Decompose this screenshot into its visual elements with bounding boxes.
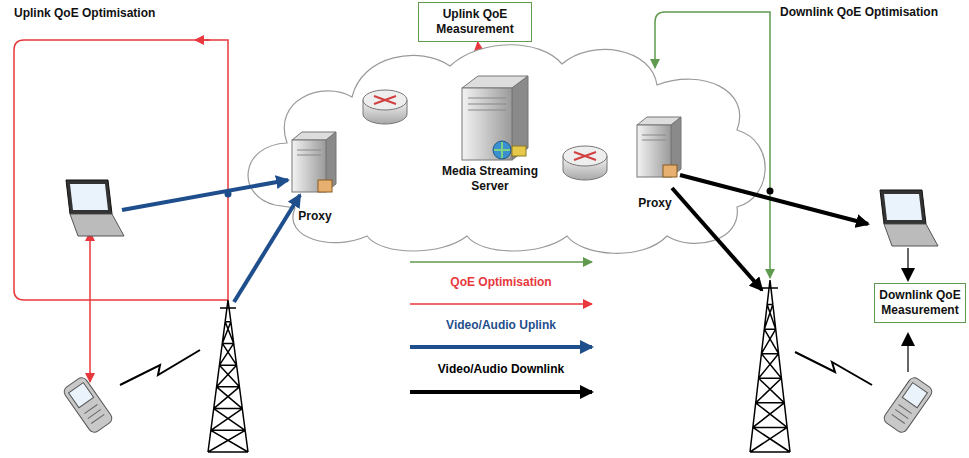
- device-node: Media Streaming Server: [440, 72, 540, 194]
- downlink-wires: [672, 175, 868, 290]
- router-icon: [363, 90, 407, 124]
- box-title: Uplink QoE Measurement: [422, 7, 528, 37]
- phone-icon: [882, 375, 934, 434]
- legend-text: QoE Optimisation: [450, 275, 551, 289]
- wireless-link: [120, 350, 200, 385]
- tower-lattice: [208, 300, 248, 452]
- legend-text: Video/Audio Downlink: [438, 362, 564, 376]
- legend-sample-blue: [410, 345, 592, 349]
- device-node: Proxy: [280, 125, 350, 224]
- loop-title: Uplink QoE Optimisation: [14, 6, 155, 21]
- proxy-icon: [637, 117, 681, 177]
- uplink-optimisation-loop: [14, 40, 228, 382]
- measurement-box: Downlink QoE Measurement: [874, 283, 966, 323]
- tower-lattice: [750, 280, 790, 452]
- wireless-link: [795, 352, 872, 385]
- legend-entry: QoE Optimisation: [401, 275, 601, 290]
- router-icon: [563, 146, 607, 180]
- uplink-wires: [122, 180, 300, 302]
- radio-tower: [208, 300, 248, 452]
- legend-entry: Video/Audio Downlink: [401, 362, 601, 377]
- measurement-feed: [907, 334, 908, 372]
- network-cloud: [248, 45, 765, 254]
- legend-text: Video/Audio Uplink: [446, 318, 556, 332]
- server-icon: [462, 76, 528, 160]
- phone-icon: [62, 375, 114, 434]
- device-label: Proxy: [620, 196, 690, 211]
- measurement-box: Uplink QoE Measurement: [418, 2, 532, 42]
- radio-tower: [750, 280, 790, 452]
- legend-sample-black: [410, 390, 592, 394]
- legend-sample-green: [410, 261, 592, 263]
- device-node: Proxy: [620, 112, 690, 211]
- legend-sample-red: [410, 303, 592, 305]
- legend-entry: Video/Audio Uplink: [401, 318, 601, 333]
- loop-title: Downlink QoE Optimisation: [780, 5, 938, 20]
- box-title: Downlink QoE Measurement: [878, 288, 962, 318]
- device-label: Media Streaming Server: [440, 164, 540, 194]
- laptop-icon: [66, 180, 124, 236]
- proxy-icon: [292, 132, 336, 192]
- measurement-feed: [907, 248, 908, 280]
- downlink-optimisation-loop: [655, 12, 770, 278]
- device-label: Proxy: [280, 209, 350, 224]
- laptop-icon: [880, 190, 938, 246]
